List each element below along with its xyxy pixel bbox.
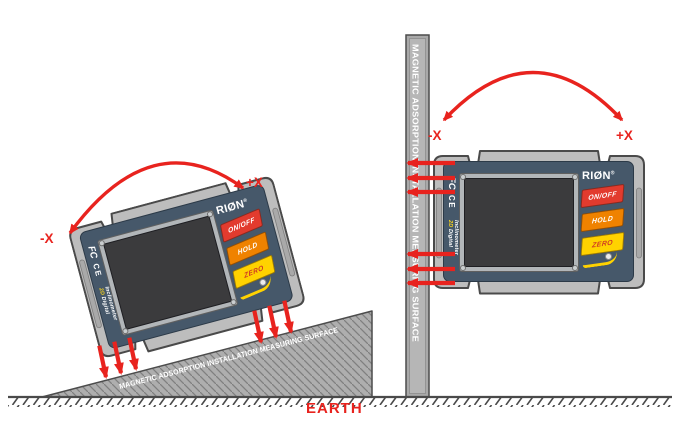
wall-surface-label: MAGNETIC ADSORPTION INSTALLATION MEASURI… — [411, 44, 420, 343]
ground-hatch — [8, 398, 672, 407]
brand-logo: RIØN® — [582, 170, 615, 182]
ground — [8, 395, 672, 407]
model-label: Inclinometer 2DDigital — [446, 220, 459, 272]
vertical-wall: MAGNETIC ADSORPTION INSTALLATION MEASURI… — [405, 34, 430, 398]
inclinometer-on-wall: FC CE Inclinometer 2DDigital RIØN® ON/OF… — [433, 150, 645, 295]
rotation-arc-arrow-icon — [442, 70, 624, 122]
plus-x-label: +X — [616, 128, 633, 143]
screw-icon — [572, 265, 578, 271]
model-2d-digital-text: 2DDigital — [447, 220, 454, 248]
right-magnet-groove — [272, 207, 296, 277]
right-magnet-groove — [636, 187, 642, 259]
screw-icon — [460, 265, 466, 271]
screw-icon — [572, 174, 578, 180]
minus-x-label: -X — [428, 128, 442, 143]
minus-x-label: -X — [40, 231, 54, 246]
inclinometer-on-ramp: FC CE Inclinometer 2DDigital RIØN® ON/OF… — [66, 170, 308, 365]
ce-mark: CE — [446, 195, 456, 210]
screw-icon — [460, 174, 466, 180]
left-magnet-groove — [436, 187, 442, 259]
earth-label: EARTH — [306, 400, 363, 417]
fcc-mark: FC — [445, 177, 457, 190]
indicator-led — [605, 253, 612, 260]
display-screen — [464, 178, 574, 267]
left-magnet-groove — [79, 259, 102, 329]
